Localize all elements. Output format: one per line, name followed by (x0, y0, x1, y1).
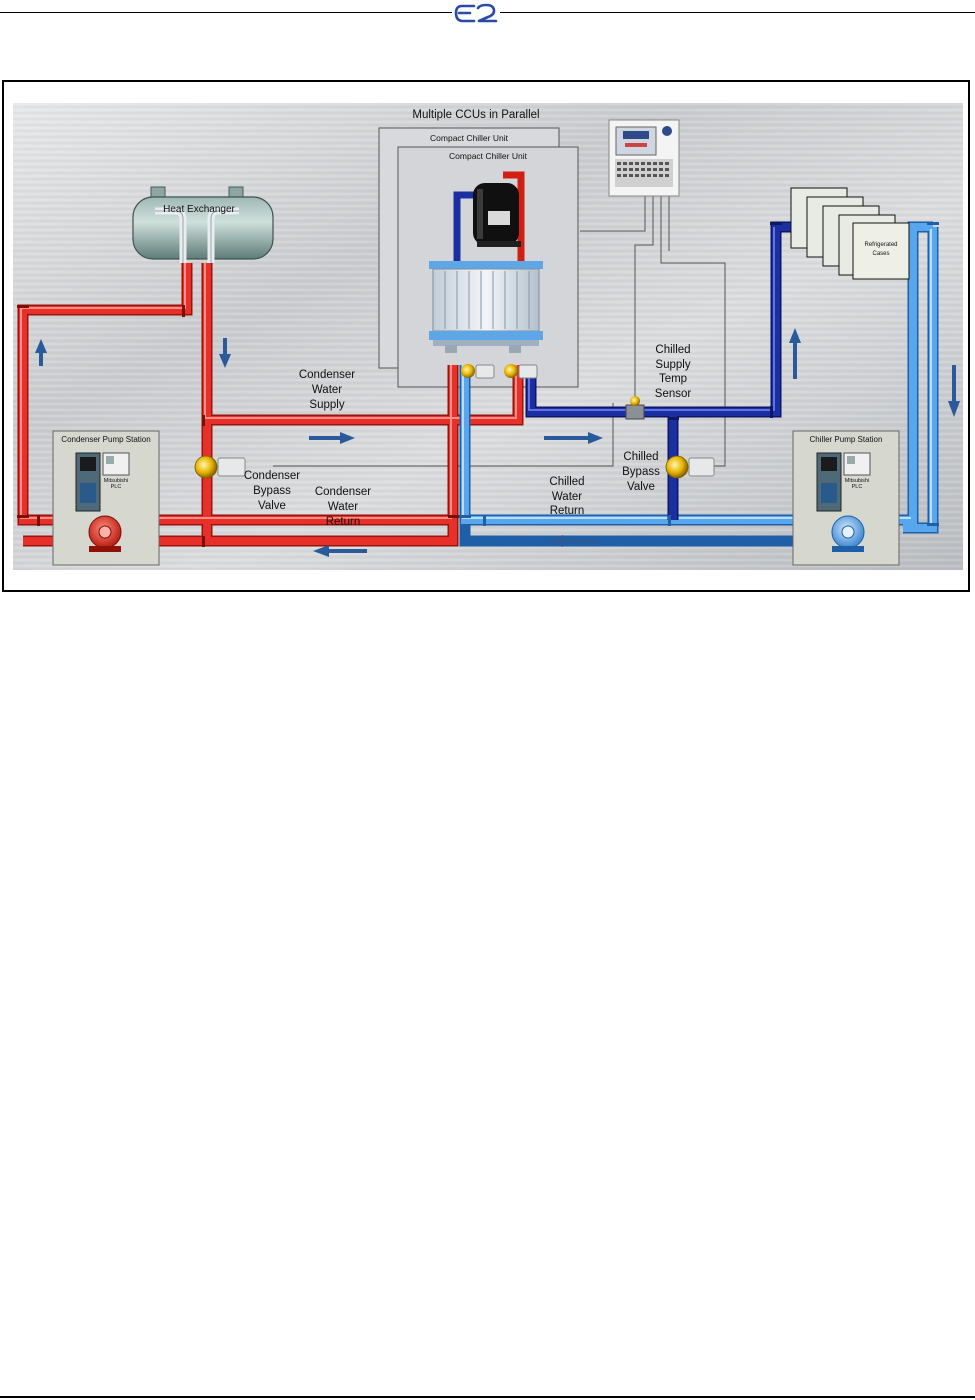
control-wiring (273, 196, 726, 467)
condenser-pump-station-label: Condenser Pump Station (61, 435, 150, 444)
condenser-bypass-valve-label-2: Bypass (253, 485, 291, 497)
refrigerated-cases: Refrigerated Cases (790, 187, 910, 280)
condenser-water-supply-label-2: Water (312, 384, 342, 396)
arrow-down-hx-icon (219, 338, 231, 368)
compressor (473, 183, 521, 247)
arrow-down-right-icon (948, 365, 960, 417)
arrow-right-chilled-icon (544, 432, 603, 444)
arrow-left-condenser-icon (313, 545, 367, 557)
heat-exchanger: Heat Exchanger (132, 186, 274, 263)
e2-controller (608, 119, 680, 197)
plc-right-label-1: Mitsubishi (845, 478, 869, 484)
footer-rule (0, 1396, 975, 1398)
chilled-bypass-valve-label-2: Bypass (622, 466, 660, 478)
chilled-water-return-label-2: Water (552, 491, 582, 503)
arrow-left-chilled-icon (547, 535, 600, 547)
refrigerated-cases-label-2: Cases (872, 251, 889, 257)
condenser-bypass-valve-label-1: Condenser (244, 470, 300, 482)
plc-left-label-2: PLC (111, 484, 122, 490)
condenser-water-supply-label-3: Supply (309, 399, 344, 411)
arrow-up-left-icon (35, 339, 47, 366)
chiller-pump-icon (831, 515, 865, 552)
chilled-supply-temp-sensor-label-2: Supply (655, 359, 690, 371)
condenser-water-return-label-2: Water (328, 501, 358, 513)
chilled-bypass-valve-label-3: Valve (627, 481, 655, 493)
condenser-pump-icon (88, 515, 122, 552)
chilled-supply-temp-sensor-icon (625, 396, 645, 420)
chiller-unit-back-label: Compact Chiller Unit (430, 133, 509, 143)
e2-logo: E2 (452, 0, 500, 28)
arrow-up-right-icon (789, 328, 801, 379)
arrow-right-condenser-icon (309, 432, 355, 444)
chilled-supply-temp-sensor-label-4: Sensor (655, 388, 692, 400)
chilled-water-return-label-1: Chilled (549, 476, 584, 488)
chilled-bypass-valve-label-1: Chilled (623, 451, 658, 463)
pipe-flanges (17, 305, 459, 547)
condenser-water-supply-label-1: Condenser (299, 369, 355, 381)
chilled-water-return-label-3: Return (550, 505, 585, 517)
plc-right-label-2: PLC (852, 484, 863, 490)
diagram-labels: Condenser Water Supply Condenser Bypass … (244, 344, 692, 528)
chilled-supply-temp-sensor-label-1: Chilled (655, 344, 690, 356)
refrigerated-cases-label-1: Refrigerated (864, 242, 897, 248)
plate-heat-exchanger (429, 261, 543, 353)
ccu-diagram: Compact Chiller Unit Compact Chiller Uni… (13, 103, 963, 570)
chilled-supply-temp-sensor-label-3: Temp (659, 373, 687, 385)
condenser-bypass-valve-icon (194, 455, 246, 479)
chiller-isolation-valve-b (504, 364, 538, 379)
chiller-pump-station-label: Chiller Pump Station (810, 435, 883, 444)
flow-arrows (35, 328, 960, 557)
condenser-water-return-label-3: Return (326, 516, 361, 528)
condenser-bypass-valve-label-3: Valve (258, 500, 286, 512)
chiller-unit-front-label: Compact Chiller Unit (449, 151, 528, 161)
condenser-water-return-label-1: Condenser (315, 486, 371, 498)
diagram-title: Multiple CCUs in Parallel (412, 109, 539, 121)
chilled-bypass-valve-icon (665, 455, 715, 479)
heat-exchanger-label: Heat Exchanger (163, 204, 235, 215)
chiller-isolation-valve-a (461, 364, 495, 379)
plc-left-label-1: Mitsubishi (104, 478, 128, 484)
